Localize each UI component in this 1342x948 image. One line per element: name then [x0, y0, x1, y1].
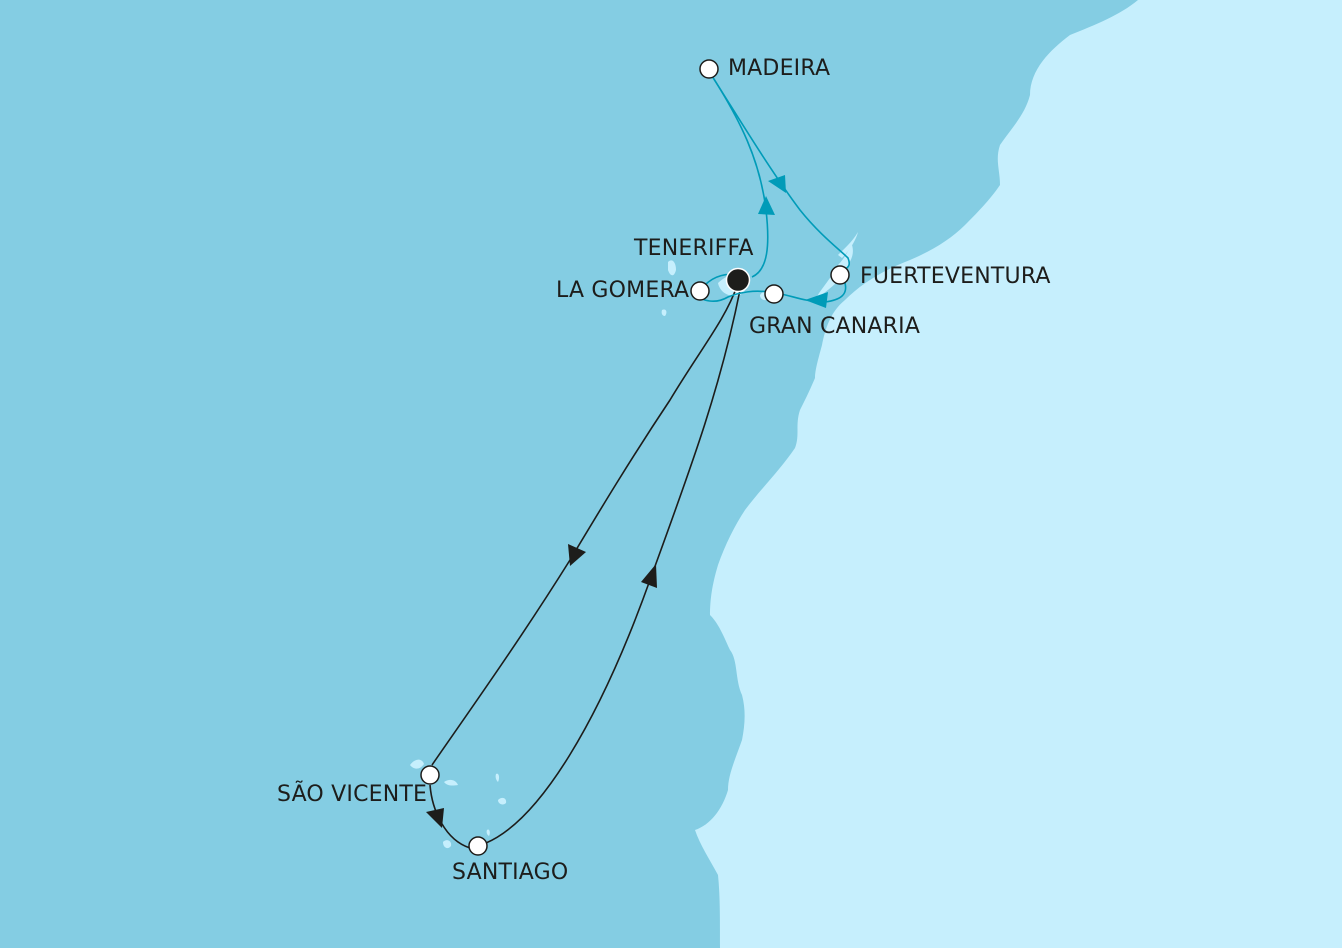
island-fogo [443, 840, 452, 849]
ocean-area [0, 0, 1138, 948]
route-madeira-fuerteventura [711, 75, 850, 270]
port-label-santiago: SANTIAGO [452, 860, 569, 885]
port-marker-sao-vicente[interactable] [420, 765, 440, 785]
island-hierro [661, 309, 667, 316]
route-arrows-teal [758, 175, 828, 308]
island-maio [486, 829, 490, 836]
arrow-down-icon [426, 808, 444, 828]
island-sal [495, 773, 500, 782]
port-marker-la-gomera[interactable] [690, 281, 710, 301]
port-label-fuerteventura: FUERTEVENTURA [860, 264, 1051, 289]
port-label-gran-canaria: GRAN CANARIA [749, 314, 921, 339]
port-marker-gran-canaria[interactable] [764, 284, 784, 304]
arrow-down-icon [568, 544, 586, 566]
island-la-gomera-shape [668, 260, 676, 276]
port-label-madeira: MADEIRA [728, 56, 831, 81]
port-markers [420, 59, 850, 856]
port-marker-santiago[interactable] [468, 836, 488, 856]
island-boa-vista [498, 797, 507, 805]
port-marker-teneriffa-start[interactable] [725, 267, 751, 293]
port-marker-fuerteventura[interactable] [830, 265, 850, 285]
arrow-up-icon [641, 564, 657, 588]
port-label-teneriffa: TENERIFFA [634, 236, 754, 261]
route-teneriffa-madeira [711, 75, 769, 278]
port-marker-madeira[interactable] [699, 59, 719, 79]
island-lanzarote [838, 232, 858, 258]
route-arrows-black [426, 544, 657, 828]
arrow-down-icon [768, 175, 786, 193]
arrow-left-icon [805, 292, 828, 308]
arrow-up-icon [758, 196, 775, 215]
port-label-la-gomera: LA GOMERA [556, 278, 690, 303]
port-label-sao-vicente: SÃO VICENTE [277, 782, 428, 807]
island-sao-nicolau [444, 779, 458, 786]
route-teneriffa-sao-vicente [431, 285, 738, 766]
island-santo-antao [410, 759, 424, 769]
